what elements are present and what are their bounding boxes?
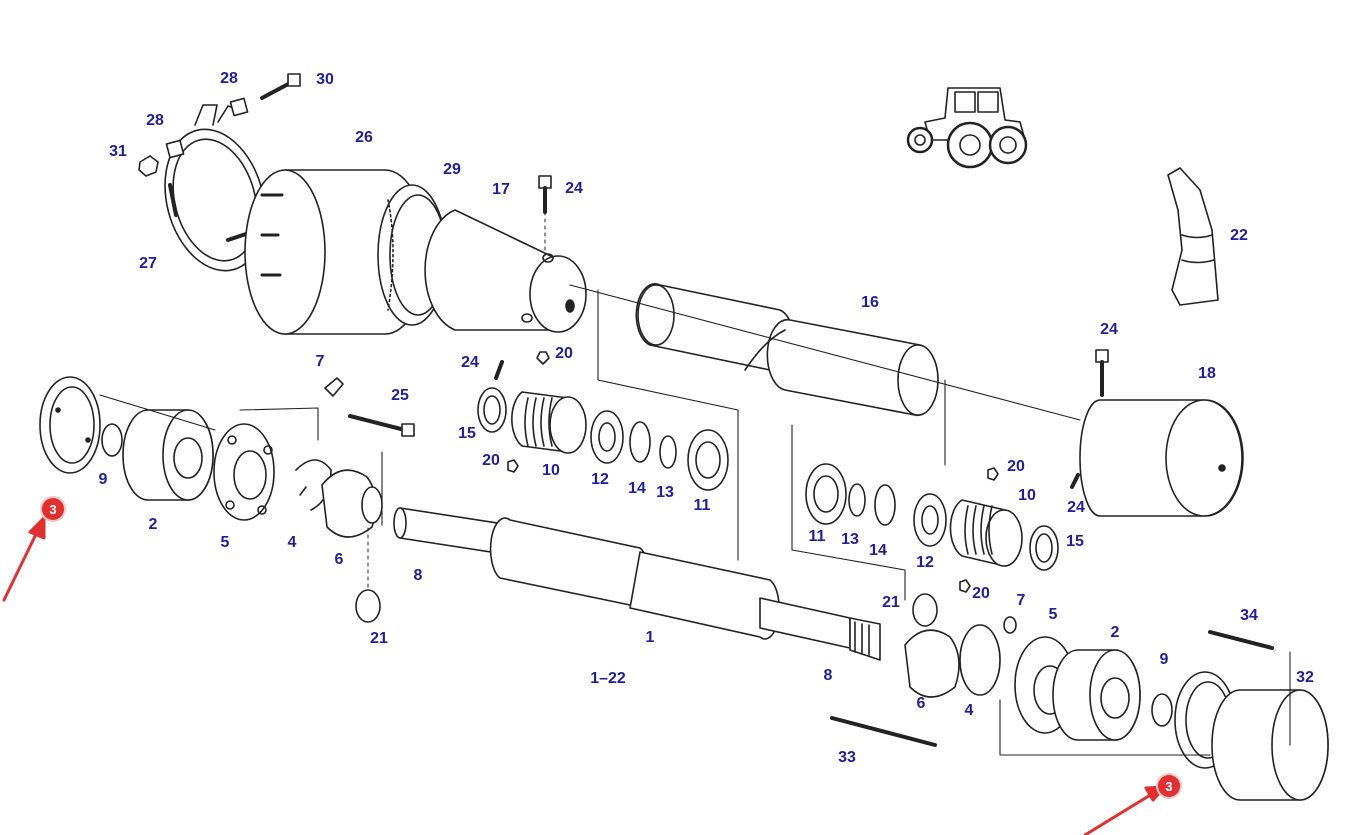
callout-21-left: 21	[370, 630, 388, 647]
bearing-set-left	[477, 351, 729, 491]
tube-16	[635, 283, 939, 417]
callout-2-left: 2	[148, 516, 158, 533]
joint-group-right	[830, 593, 1329, 801]
callout-11-right: 11	[808, 528, 826, 545]
callout-1-22: 1–22	[590, 670, 626, 687]
callout-16: 16	[861, 294, 879, 311]
callout-5-left: 5	[220, 534, 230, 551]
callout-10-right: 10	[1018, 487, 1036, 504]
callout-21-right: 21	[882, 594, 900, 611]
callout-9-left: 9	[98, 471, 108, 488]
callout-24-mid: 24	[461, 354, 479, 371]
bearing-set-right	[805, 463, 1059, 593]
callout-18: 18	[1198, 365, 1216, 382]
callout-12-left: 12	[591, 471, 609, 488]
callout-1: 1	[645, 629, 655, 646]
callout-24-top: 24	[565, 180, 583, 197]
callout-13-left: 13	[656, 484, 674, 501]
callout-7-left: 7	[315, 353, 325, 370]
callout-29: 29	[443, 161, 461, 178]
cone-17	[424, 209, 587, 333]
callout-4-left: 4	[287, 534, 297, 551]
callout-4-right: 4	[964, 702, 974, 719]
marker-left: 3	[42, 498, 64, 520]
callout-28-top: 28	[220, 70, 238, 87]
callout-5-right: 5	[1048, 606, 1058, 623]
callout-6-left: 6	[334, 551, 344, 568]
callout-13-right: 13	[841, 531, 859, 548]
callout-20-right-bottom: 20	[972, 585, 990, 602]
leader-lines	[99, 284, 1291, 756]
callout-24-bottom: 24	[1067, 499, 1085, 516]
callout-34: 34	[1240, 607, 1258, 624]
pointer-arrows	[2, 516, 1167, 835]
tractor-icon	[906, 87, 1028, 169]
main-shaft-1	[393, 507, 881, 661]
callout-14-left: 14	[628, 480, 646, 497]
bracket-28-bolt-30-nut-31	[138, 73, 301, 177]
callout-30: 30	[316, 71, 334, 88]
callout-22: 22	[1230, 227, 1248, 244]
callout-24-right: 24	[1100, 321, 1118, 338]
callout-14-right: 14	[869, 542, 887, 559]
callout-9-right: 9	[1159, 651, 1169, 668]
callout-25: 25	[391, 387, 409, 404]
callout-33: 33	[838, 749, 856, 766]
callout-20-right-top: 20	[1007, 458, 1025, 475]
callout-10-left: 10	[542, 462, 560, 479]
joint-group-left	[39, 376, 415, 623]
marker-right: 3	[1158, 775, 1180, 797]
grease-tube-22	[1167, 167, 1219, 306]
callout-20-top: 20	[555, 345, 573, 362]
callout-6-right: 6	[916, 695, 926, 712]
screw-24-top	[538, 175, 552, 256]
callout-31: 31	[109, 143, 127, 160]
callout-15-left: 15	[458, 425, 476, 442]
callout-26: 26	[355, 129, 373, 146]
callout-27: 27	[139, 255, 157, 272]
callout-2-right: 2	[1110, 624, 1120, 641]
callout-11-left: 11	[693, 497, 711, 514]
callout-28-lower: 28	[146, 112, 164, 129]
callout-8-left: 8	[413, 567, 423, 584]
callout-17: 17	[492, 181, 510, 198]
cover-18	[1070, 349, 1244, 517]
callout-20-left: 20	[482, 452, 500, 469]
callout-7-right: 7	[1016, 592, 1026, 609]
callout-32: 32	[1296, 669, 1314, 686]
callout-8-right: 8	[823, 667, 833, 684]
callout-12-right: 12	[916, 554, 934, 571]
callout-15-right: 15	[1066, 533, 1084, 550]
